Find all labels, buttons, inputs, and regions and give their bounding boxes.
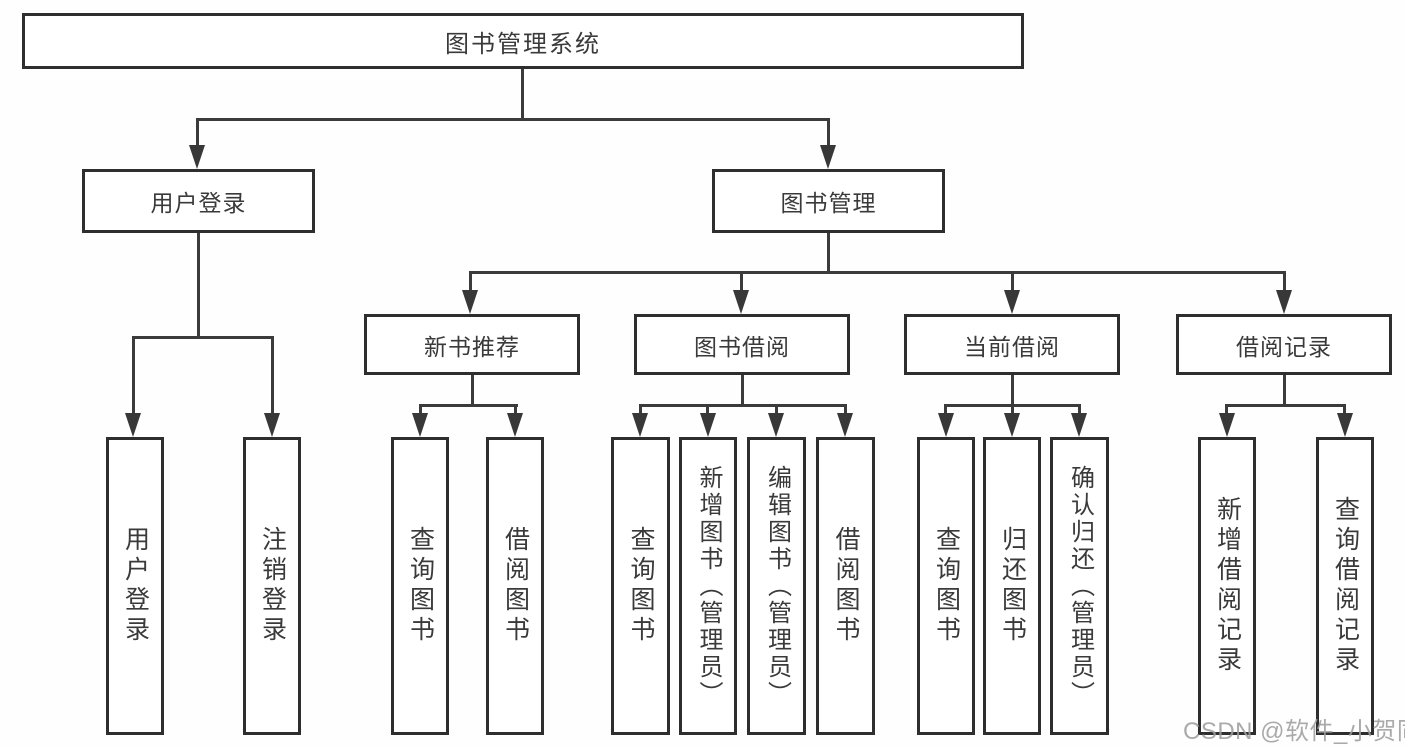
connector-line	[196, 118, 830, 121]
connector-line	[741, 375, 744, 407]
leaf-logout-label: 注销登录	[258, 526, 287, 646]
connector-line	[827, 118, 830, 148]
connector-line	[1225, 404, 1228, 416]
arrow-down-icon	[733, 290, 749, 314]
connector-line	[1011, 375, 1014, 407]
leaf-return-books: 归还图书	[983, 437, 1041, 735]
leaf-return-books-label: 归还图书	[998, 526, 1027, 646]
connector-line	[706, 404, 709, 416]
node-new-book-recommend-label: 新书推荐	[424, 333, 520, 360]
arrow-down-icon	[507, 413, 523, 437]
leaf-borrow-books-label: 借阅图书	[832, 526, 860, 646]
connector-line	[514, 404, 517, 416]
node-user-login-label: 用户登录	[150, 190, 247, 216]
csdn-watermark: CSDN @软件_小贺同学	[1183, 718, 1405, 745]
arrow-down-icon	[768, 413, 784, 437]
node-book-management: 图书管理	[712, 169, 945, 233]
connector-line	[1011, 404, 1014, 416]
leaf-borrow-query-books-label: 查询图书	[627, 526, 655, 646]
arrow-down-icon	[837, 413, 853, 437]
leaf-query-borrow-record-label: 查询借阅记录	[1331, 496, 1360, 676]
arrow-down-icon	[1004, 290, 1020, 314]
connector-line	[132, 336, 274, 339]
node-current-borrow: 当前借阅	[904, 314, 1120, 375]
leaf-add-borrow-record-label: 新增借阅记录	[1213, 496, 1242, 676]
leaf-confirm-return-admin: 确认归还（管理员）	[1050, 437, 1109, 735]
leaf-user-login: 用户登录	[106, 437, 164, 735]
node-book-borrow-label: 图书借阅	[694, 333, 790, 360]
arrow-down-icon	[412, 413, 428, 437]
connector-line	[132, 336, 135, 416]
node-borrow-records: 借阅记录	[1176, 314, 1392, 375]
leaf-add-borrow-record: 新增借阅记录	[1198, 437, 1256, 735]
arrow-down-icon	[189, 145, 205, 169]
leaf-confirm-return-admin-label: 确认归还（管理员）	[1066, 464, 1094, 708]
connector-line	[196, 118, 199, 148]
node-book-borrow: 图书借阅	[634, 314, 850, 375]
node-book-management-label: 图书管理	[780, 190, 877, 216]
leaf-edit-books-admin-label: 编辑图书（管理员）	[763, 464, 791, 708]
connector-line	[471, 375, 474, 407]
leaf-recommend-borrow-books-label: 借阅图书	[501, 526, 530, 646]
node-borrow-records-label: 借阅记录	[1236, 333, 1332, 360]
leaf-recommend-borrow-books: 借阅图书	[486, 437, 544, 735]
node-user-login: 用户登录	[82, 169, 315, 233]
arrow-down-icon	[700, 413, 716, 437]
arrow-down-icon	[1337, 413, 1353, 437]
connector-line	[1343, 404, 1346, 416]
connector-line	[469, 271, 1286, 274]
connector-line	[1078, 404, 1081, 416]
connector-line	[775, 404, 778, 416]
leaf-logout: 注销登录	[243, 437, 301, 735]
connector-line	[740, 271, 743, 293]
leaf-user-login-label: 用户登录	[121, 526, 150, 646]
arrow-down-icon	[820, 145, 836, 169]
connector-line	[197, 233, 200, 338]
connector-line	[1011, 271, 1014, 293]
connector-line	[419, 404, 422, 416]
node-root-label: 图书管理系统	[445, 30, 601, 58]
connector-line	[521, 69, 524, 120]
arrow-down-icon	[632, 413, 648, 437]
connector-line	[1283, 375, 1286, 407]
node-root: 图书管理系统	[22, 13, 1024, 69]
arrow-down-icon	[1004, 413, 1020, 437]
connector-line	[639, 404, 847, 407]
leaf-add-books-admin-label: 新增图书（管理员）	[695, 464, 722, 708]
arrow-down-icon	[1071, 413, 1087, 437]
leaf-query-borrow-record: 查询借阅记录	[1316, 437, 1374, 735]
arrow-down-icon	[462, 290, 478, 314]
connector-line	[944, 404, 947, 416]
connector-line	[1283, 271, 1286, 293]
arrow-down-icon	[1219, 413, 1235, 437]
connector-line	[844, 404, 847, 416]
leaf-recommend-query-books: 查询图书	[391, 437, 449, 735]
leaf-current-query-books: 查询图书	[917, 437, 975, 735]
arrow-down-icon	[1276, 290, 1292, 314]
arrow-down-icon	[264, 413, 280, 437]
leaf-add-books-admin: 新增图书（管理员）	[679, 437, 737, 735]
connector-line	[639, 404, 642, 416]
leaf-borrow-query-books: 查询图书	[611, 437, 670, 735]
leaf-current-query-books-label: 查询图书	[932, 526, 961, 646]
arrow-down-icon	[125, 413, 141, 437]
connector-line	[1225, 404, 1346, 407]
arrow-down-icon	[938, 413, 954, 437]
node-current-borrow-label: 当前借阅	[964, 333, 1060, 360]
node-new-book-recommend: 新书推荐	[364, 314, 580, 375]
connector-line	[419, 404, 518, 407]
leaf-edit-books-admin: 编辑图书（管理员）	[747, 437, 806, 735]
leaf-recommend-query-books-label: 查询图书	[406, 526, 435, 646]
connector-line	[469, 271, 472, 293]
connector-line	[827, 233, 830, 274]
leaf-borrow-books: 借阅图书	[816, 437, 875, 735]
connector-line	[271, 336, 274, 416]
